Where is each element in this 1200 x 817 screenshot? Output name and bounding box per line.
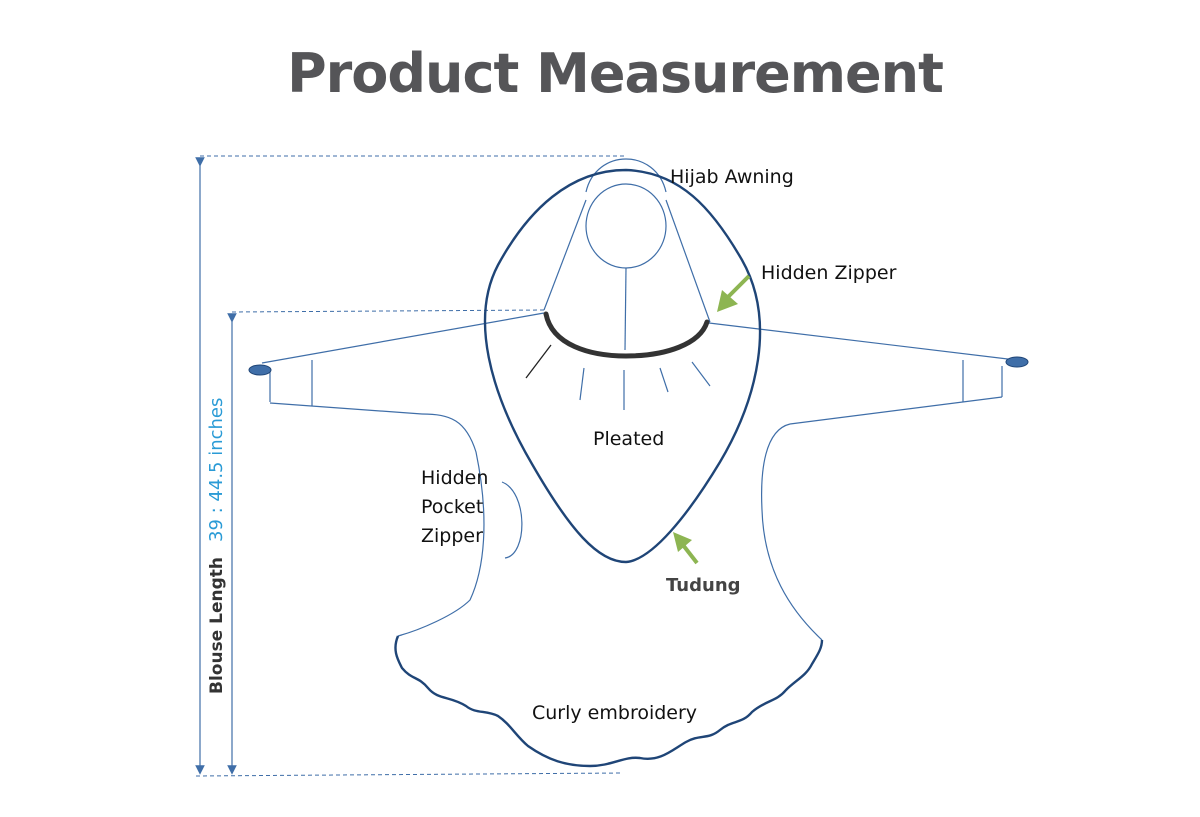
left-sleeve-top [261,312,545,364]
hijab-right-edge [665,199,711,323]
hijab-left-edge [543,199,587,311]
awning-brim [585,158,667,193]
shoulder-dashed-guide [231,309,546,313]
hidden-pocket-zipper-label-2: Pocket [421,496,483,518]
pleat-mark [579,367,585,401]
hidden-pocket-zipper-label-1: Hidden [421,467,488,489]
hidden-pocket-zipper-label-3: Zipper [421,525,483,547]
tudung-arrow-head [673,532,692,552]
measurement-name: Blouse Length [207,557,227,694]
hijab-awning [543,158,711,351]
curly-embroidery-hem [394,635,824,768]
callout-arrows [673,274,751,565]
blouse-body [248,312,1029,641]
hidden-zipper-label: Hidden Zipper [761,262,897,284]
right-cuff-button [1005,356,1029,368]
hidden-zipper-arrow-shaft [725,274,751,300]
left-cuff-button [248,364,272,376]
curly-embroidery-label: Curly embroidery [532,702,697,724]
tudung-label: Tudung [666,575,741,596]
right-body-side [761,423,823,641]
pleated-label: Pleated [593,428,664,450]
measurement-value: 39 : 44.5 inches [206,398,227,542]
left-body-side [397,413,485,637]
center-seam [624,267,627,351]
right-sleeve-bottom [789,396,1003,425]
hidden-zipper-arrow-head [717,290,738,312]
blouse-length-caption: Blouse Length 39 : 44.5 inches [206,398,227,694]
pleat-mark [691,361,711,387]
measurement-guides [195,155,625,777]
page-title: Product Measurement [287,42,944,105]
pleat-mark [659,367,669,393]
hijab-awning-label: Hijab Awning [670,166,794,188]
hidden-pocket-zipper-line [501,481,523,559]
right-sleeve-top [708,322,1017,361]
bottom-dashed-guide [195,772,623,777]
pleat-marks [525,344,711,410]
hidden-zipper [543,311,710,359]
tudung-arrow-shaft [681,543,699,565]
left-sleeve-bottom [269,402,423,415]
pleat-mark-dark [525,344,552,379]
face-opening [585,183,667,269]
tudung-outline [483,168,762,564]
